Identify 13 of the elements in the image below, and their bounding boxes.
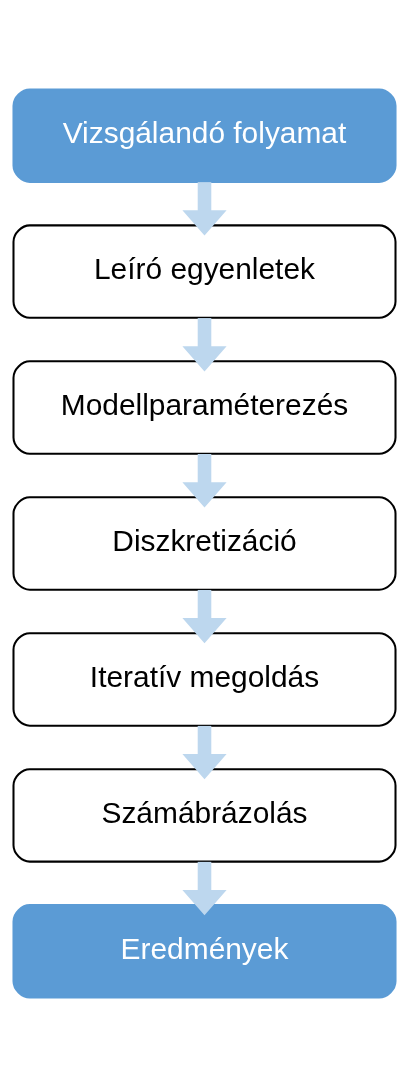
node-box: Vizsgálandó folyamat xyxy=(12,88,397,183)
node-box: Iteratív megoldás xyxy=(12,632,397,727)
arrow xyxy=(182,318,227,372)
arrow xyxy=(182,182,227,236)
node-box: Eredmények xyxy=(12,904,397,999)
node-box: Számábrázolás xyxy=(12,768,397,863)
arrow xyxy=(182,725,227,780)
node-box: Leíró egyenletek xyxy=(12,224,397,319)
arrow xyxy=(182,454,227,508)
node-box: Diszkretizáció xyxy=(12,496,397,591)
node-box: Modellparaméterezés xyxy=(12,360,397,455)
arrow xyxy=(182,589,227,644)
arrow xyxy=(182,861,227,916)
